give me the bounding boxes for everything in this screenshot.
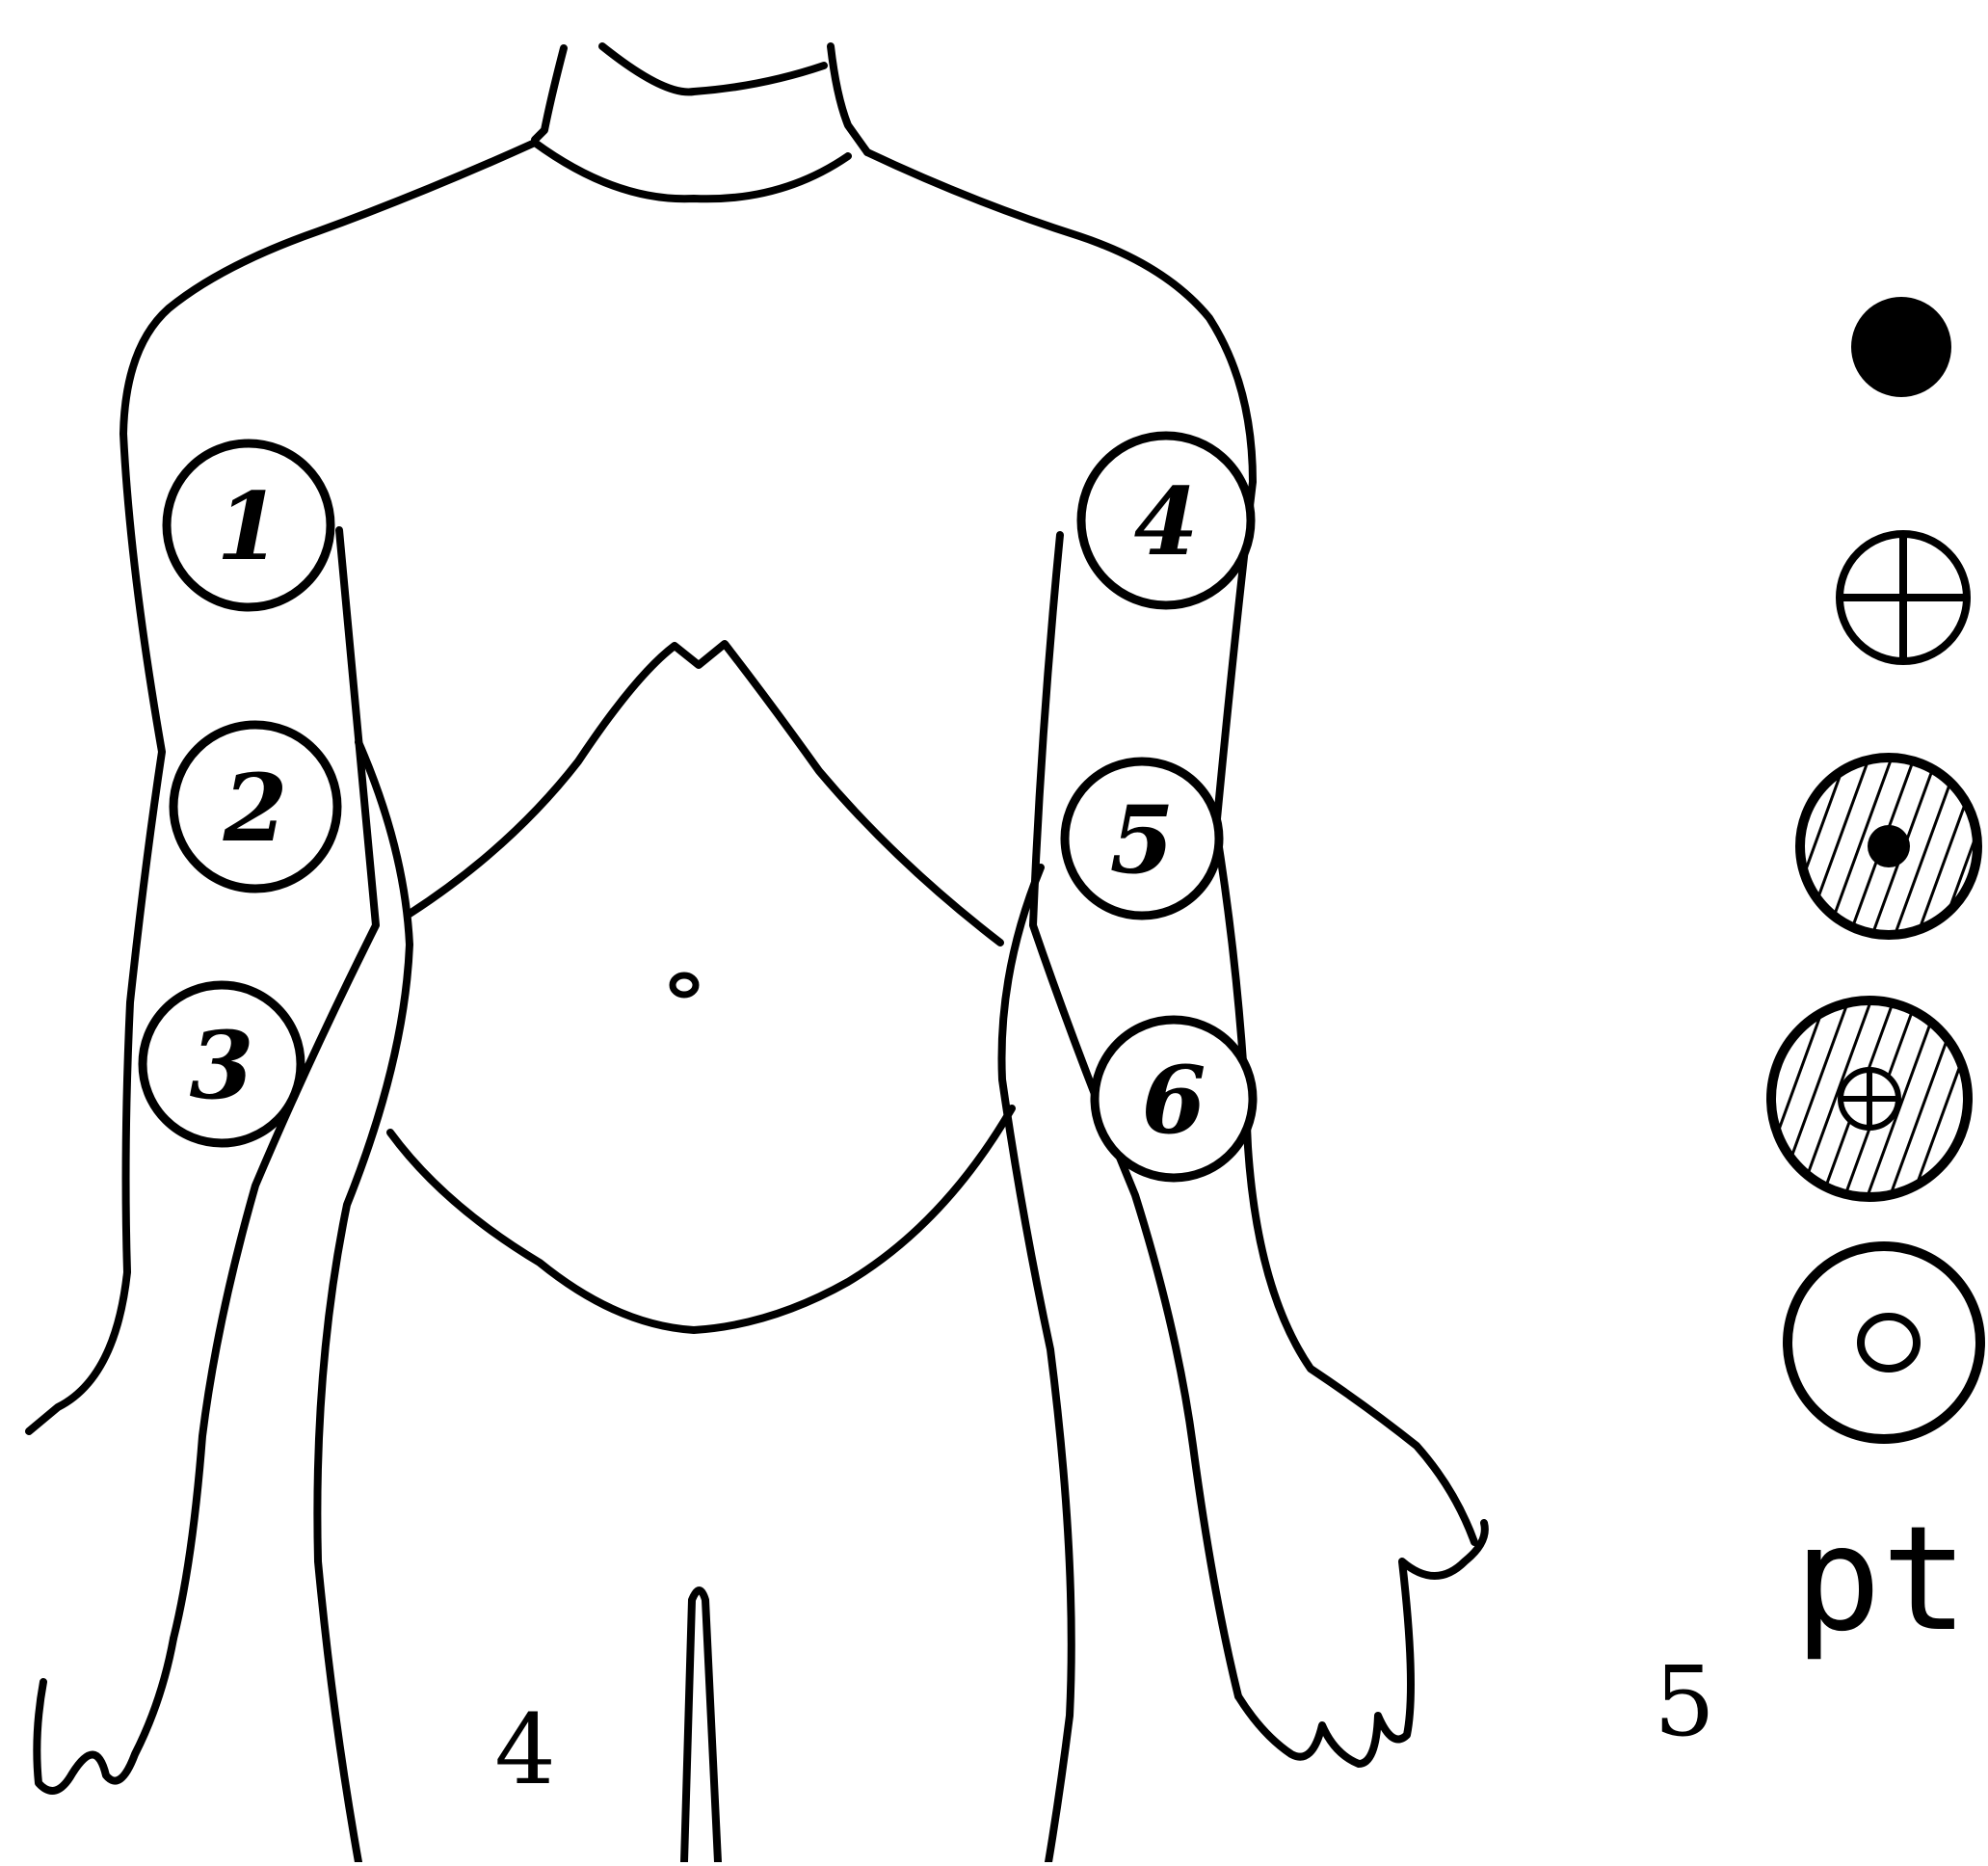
right-torso-side <box>1002 867 1072 1862</box>
neck-left-line <box>535 48 564 140</box>
site-number: 1 <box>217 472 281 581</box>
legend: pt <box>1771 297 1980 1664</box>
site-3: 3 <box>143 985 301 1143</box>
figure-label-right: 5 <box>1654 1645 1715 1758</box>
belly-outline <box>390 1108 1012 1330</box>
site-number: 3 <box>190 1011 254 1120</box>
site-5: 5 <box>1065 761 1219 916</box>
left-torso-side <box>317 742 410 1862</box>
ring-with-small-circle-icon <box>1788 1246 1980 1439</box>
neck-right-line <box>831 46 867 152</box>
body-outline <box>29 46 1485 1862</box>
crossed-circle-icon <box>1840 534 1967 661</box>
collar-line <box>535 143 848 199</box>
legend-label: pt <box>1794 1496 1969 1664</box>
leg-gap <box>684 1590 718 1862</box>
site-number: 5 <box>1110 786 1175 894</box>
site-6: 6 <box>1095 1020 1253 1178</box>
neckline <box>602 46 824 92</box>
site-1: 1 <box>167 443 331 607</box>
hatched-circle-with-dot-icon <box>1800 758 1977 935</box>
site-number: 2 <box>223 754 288 863</box>
solid-dot-icon <box>1851 297 1951 397</box>
site-2: 2 <box>173 725 337 889</box>
site-number: 4 <box>1134 467 1199 576</box>
left-hand <box>37 1639 173 1791</box>
right-hand-fingers <box>1238 1523 1485 1764</box>
navel <box>673 975 696 995</box>
chest-v-line <box>410 644 1000 943</box>
hatched-circle-with-cross-icon <box>1771 1000 1968 1197</box>
figure-label-left: 4 <box>494 1693 556 1806</box>
site-4: 4 <box>1081 436 1251 605</box>
site-number: 6 <box>1142 1046 1206 1155</box>
